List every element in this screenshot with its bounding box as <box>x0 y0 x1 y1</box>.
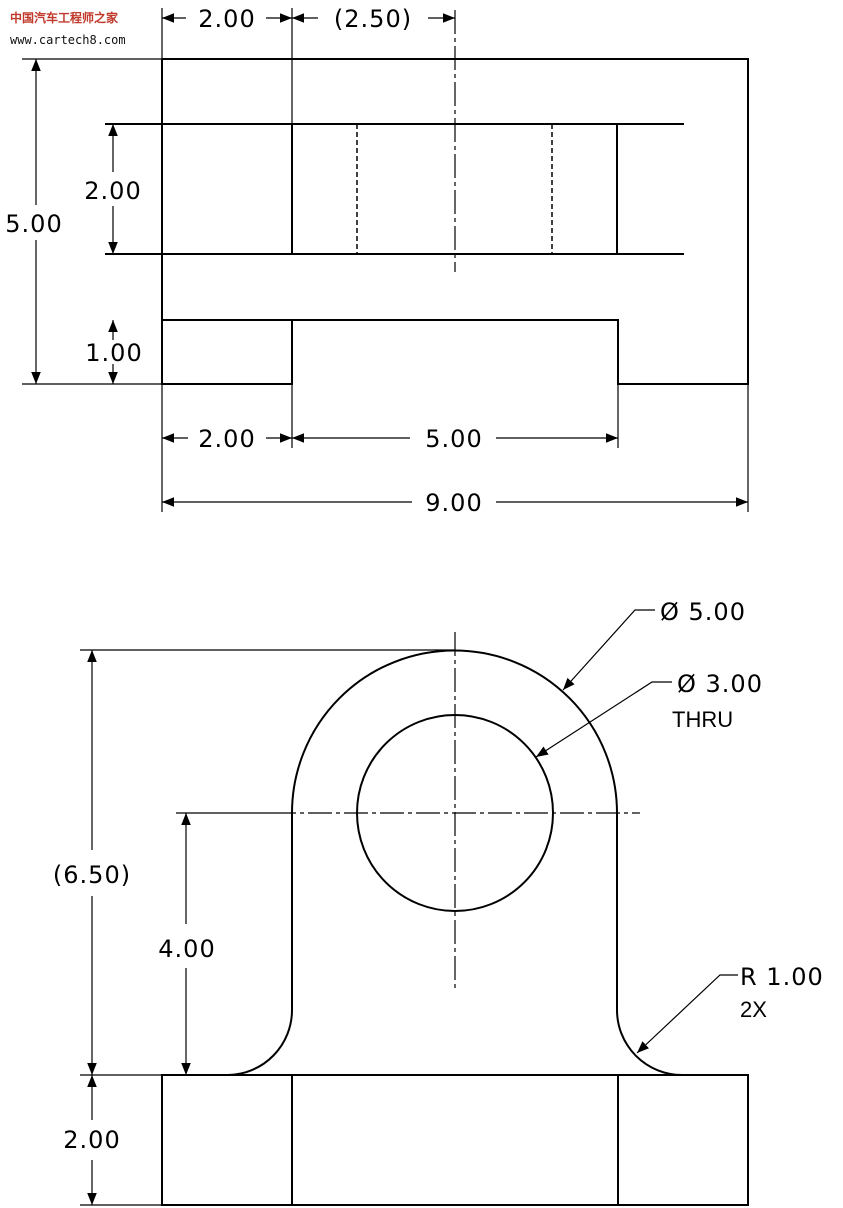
leader-outer-dia <box>562 609 655 691</box>
leader-fillet <box>636 974 738 1054</box>
dim-outer-dia: Ø 5.00 <box>660 598 746 626</box>
dim-step-depth: 1.00 <box>85 339 142 367</box>
base-block <box>161 1074 749 1206</box>
dim-fillet-radius: R 1.00 <box>740 963 824 991</box>
dim-overall-depth: 5.00 <box>5 210 62 238</box>
dim-overall-height: (6.50) <box>53 861 131 889</box>
watermark-url: www.cartech8.com <box>10 33 126 47</box>
dim-mid-base: 5.00 <box>425 425 482 453</box>
dim-ref-offset: (2.50) <box>334 5 412 33</box>
dim-overall-width: 9.00 <box>425 489 482 517</box>
top-view-outline <box>161 58 749 385</box>
watermark: 中国汽车工程师之家 www.cartech8.com <box>10 10 126 47</box>
dim-hole-dia: Ø 3.00 <box>677 670 763 698</box>
front-view: (6.50) 4.00 2.00 Ø 5.00 Ø 3.00 THRU R 1.… <box>53 598 824 1206</box>
watermark-site-name: 中国汽车工程师之家 <box>10 10 119 25</box>
dim-left-width: 2.00 <box>198 5 255 33</box>
dim-base-height: 2.00 <box>63 1126 120 1154</box>
top-view: 2.00 (2.50) 5.00 2.00 1.00 2.00 5.00 9.0… <box>5 5 749 517</box>
dim-left-base: 2.00 <box>198 425 255 453</box>
dim-center-height: 4.00 <box>158 935 215 963</box>
dim-hole-note: THRU <box>672 707 733 732</box>
dim-slot-depth: 2.00 <box>84 177 141 205</box>
dim-fillet-count: 2X <box>740 997 767 1022</box>
leader-hole-dia <box>535 681 672 758</box>
